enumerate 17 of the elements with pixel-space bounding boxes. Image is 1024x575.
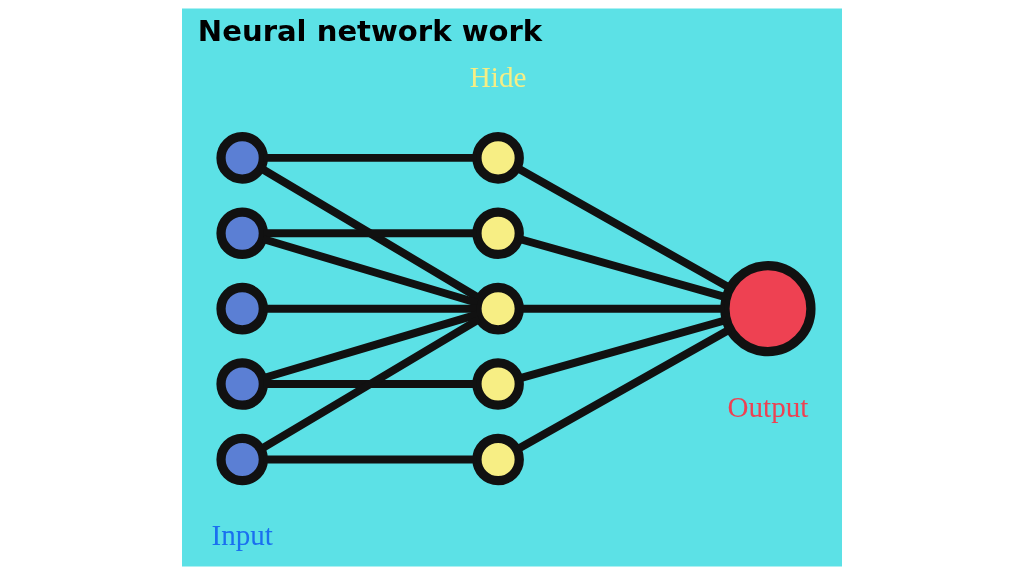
node-circle [216, 132, 268, 184]
node-circle [472, 358, 524, 410]
node-circle [720, 261, 816, 357]
node-circle [216, 358, 268, 410]
node-circle [216, 282, 268, 335]
node-circle [472, 207, 524, 260]
diagram-title: Neural network work [197, 13, 543, 48]
node-circle [472, 132, 524, 184]
connector [263, 455, 477, 464]
node-circle [472, 433, 524, 486]
node-circle [216, 433, 268, 486]
connector [515, 164, 732, 292]
label: Hide [469, 61, 527, 94]
label: Input [211, 518, 273, 551]
label: Output [727, 390, 809, 423]
node-circle [216, 207, 268, 260]
connector [263, 153, 477, 162]
